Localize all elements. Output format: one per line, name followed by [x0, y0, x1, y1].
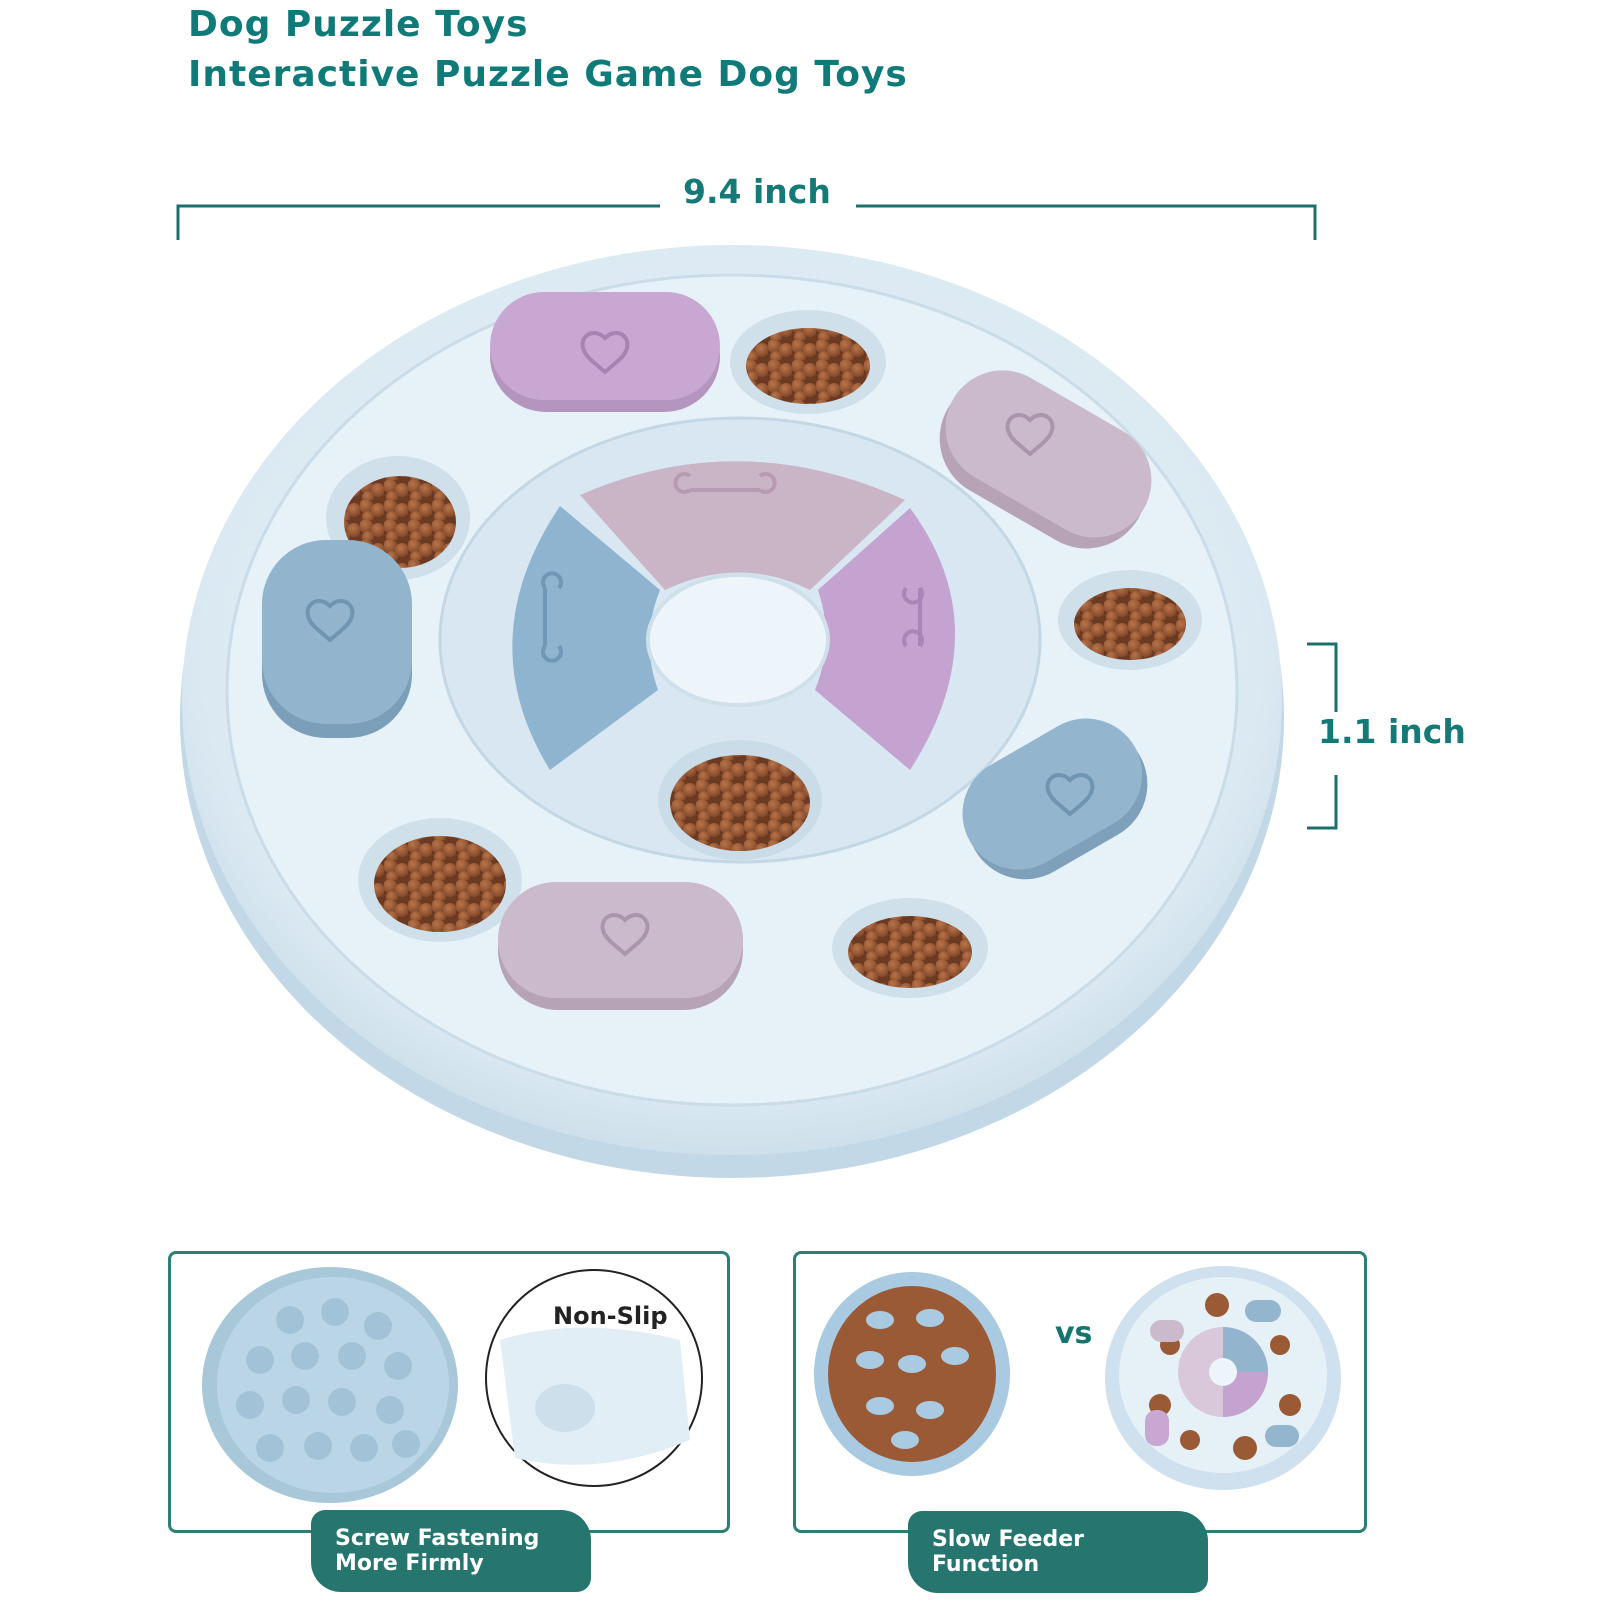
- height-label: 1.1 inch: [1318, 712, 1466, 751]
- food-pocket-top: [730, 310, 886, 414]
- badge-line-2: More Firmly: [335, 1551, 484, 1576]
- center-food-pocket: [658, 740, 822, 860]
- heart-icon: [1045, 773, 1095, 817]
- heart-icon: [600, 913, 650, 957]
- heart-icon: [305, 599, 355, 643]
- screw-fastening-badge: Screw Fastening More Firmly: [311, 1510, 591, 1592]
- non-slip-label: Non-Slip: [553, 1302, 668, 1330]
- badge-line-1: Screw Fastening: [335, 1526, 540, 1551]
- slow-feeder-panel: [793, 1251, 1367, 1533]
- center-lid-right: [815, 508, 955, 770]
- puzzle-toy: [180, 245, 1284, 1178]
- lid-top-purple: [490, 292, 720, 412]
- vs-label: vs: [1055, 1316, 1093, 1351]
- lid-left-blue: [262, 540, 412, 738]
- height-dimension-line: [1307, 642, 1338, 830]
- slow-feeder-badge: Slow Feeder Function: [908, 1511, 1208, 1593]
- bone-icon: [541, 571, 563, 663]
- title-line-2: Interactive Puzzle Game Dog Toys: [188, 54, 908, 95]
- heart-icon: [1005, 413, 1055, 457]
- badge-text: Slow Feeder Function: [932, 1527, 1084, 1577]
- lid-bottom-mauve: [498, 882, 743, 1010]
- bone-icon: [902, 586, 924, 648]
- center-knob: [646, 573, 830, 707]
- width-label: 9.4 inch: [683, 172, 831, 211]
- center-lid-top: [580, 461, 905, 590]
- lid-right-mauve: [939, 370, 1152, 549]
- width-dimension-line: [176, 204, 1317, 240]
- heart-icon: [580, 331, 630, 375]
- food-pocket-bottom-right: [832, 898, 988, 998]
- screw-fastening-panel: [168, 1251, 730, 1533]
- bone-icon: [673, 472, 777, 494]
- food-pocket-bottom-left: [358, 818, 522, 942]
- food-pocket-right: [1058, 570, 1202, 670]
- title-line-1: Dog Puzzle Toys: [188, 4, 529, 45]
